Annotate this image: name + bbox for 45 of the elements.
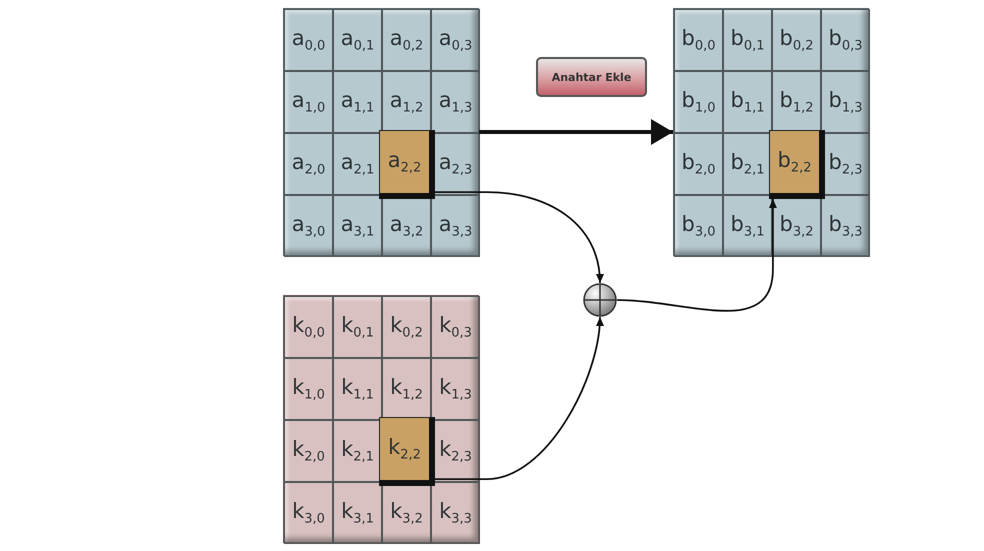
matrix-cell: b$_{3,0}$ xyxy=(674,195,723,257)
matrix-grid xyxy=(283,8,479,256)
matrix-cell: k$_{3,3}$ xyxy=(431,482,480,544)
highlighted-cell: a$_{2,2}$ xyxy=(379,130,435,199)
matrix-cell: k$_{1,3}$ xyxy=(431,358,480,420)
matrix-cell: a$_{1,0}$ xyxy=(284,71,333,133)
step-label: Anahtar Ekle xyxy=(536,57,647,97)
matrix-cell: b$_{1,0}$ xyxy=(674,71,723,133)
matrix-cell: k$_{1,0}$ xyxy=(284,358,333,420)
matrix-cell: b$_{3,3}$ xyxy=(821,195,870,257)
matrix-grid xyxy=(283,295,479,543)
matrix-cell: a$_{0,0}$ xyxy=(284,9,333,71)
matrix-cell: b$_{1,3}$ xyxy=(821,71,870,133)
arrow xyxy=(479,119,673,145)
matrix-cell: b$_{0,0}$ xyxy=(674,9,723,71)
highlighted-cell: k$_{2,2}$ xyxy=(379,417,435,486)
matrix-cell: a$_{3,1}$ xyxy=(333,195,382,257)
matrix-cell: k$_{0,3}$ xyxy=(431,296,480,358)
matrix-cell: b$_{3,1}$ xyxy=(723,195,772,257)
matrix-cell: a$_{0,1}$ xyxy=(333,9,382,71)
matrix-cell: a$_{0,2}$ xyxy=(382,9,431,71)
matrix-cell: a$_{1,1}$ xyxy=(333,71,382,133)
matrix-cell: a$_{3,3}$ xyxy=(431,195,480,257)
matrix-cell: b$_{2,0}$ xyxy=(674,133,723,195)
matrix-cell: k$_{0,2}$ xyxy=(382,296,431,358)
highlighted-cell: b$_{2,2}$ xyxy=(769,130,825,199)
matrix-cell: k$_{0,0}$ xyxy=(284,296,333,358)
arrow xyxy=(435,191,604,284)
matrix-cell: k$_{3,1}$ xyxy=(333,482,382,544)
matrix-cell: a$_{0,3}$ xyxy=(431,9,480,71)
matrix-cell: b$_{0,2}$ xyxy=(772,9,821,71)
matrix-cell: a$_{3,0}$ xyxy=(284,195,333,257)
xor-symbol xyxy=(583,283,617,317)
matrix-cell: k$_{1,1}$ xyxy=(333,358,382,420)
matrix-cell: k$_{3,0}$ xyxy=(284,482,333,544)
arrow xyxy=(616,199,777,312)
matrix-grid xyxy=(673,8,869,256)
matrix-cell: b$_{1,1}$ xyxy=(723,71,772,133)
matrix-cell: a$_{1,3}$ xyxy=(431,71,480,133)
matrix-cell: b$_{0,1}$ xyxy=(723,9,772,71)
matrix-cell: k$_{0,1}$ xyxy=(333,296,382,358)
matrix-cell: k$_{2,0}$ xyxy=(284,420,333,482)
matrix-cell: b$_{0,3}$ xyxy=(821,9,870,71)
arrow xyxy=(435,316,604,480)
matrix-cell: a$_{2,0}$ xyxy=(284,133,333,195)
